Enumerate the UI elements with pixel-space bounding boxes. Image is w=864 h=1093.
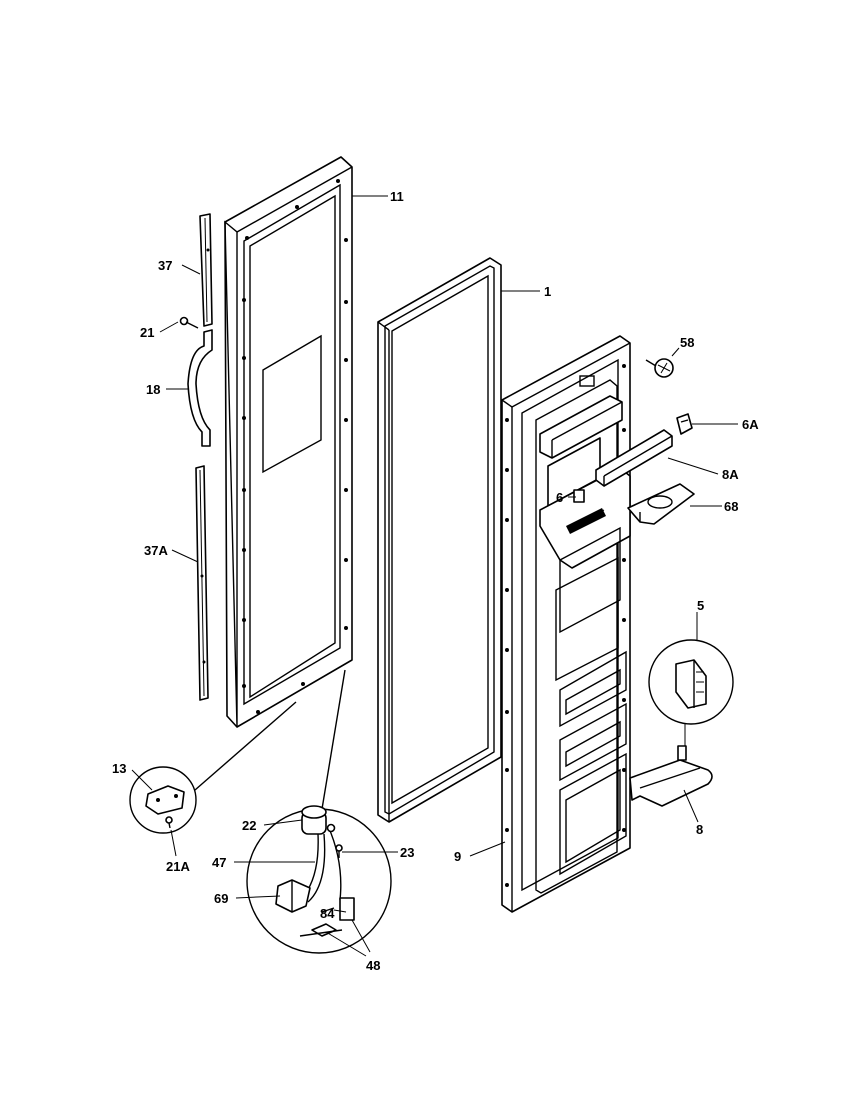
- callout-22: 22: [242, 818, 256, 833]
- callout-11: 11: [390, 189, 404, 204]
- callout-1: 1: [544, 284, 551, 299]
- callout-58: 58: [680, 335, 694, 350]
- callout-6: 6: [556, 490, 563, 505]
- leader-lines: [131, 195, 738, 957]
- door-gasket: [377, 257, 502, 823]
- callout-23: 23: [400, 845, 414, 860]
- handle-trim-upper: [199, 213, 213, 327]
- callout-37: 37: [158, 258, 172, 273]
- callout-8a: 8A: [722, 467, 739, 482]
- callout-84: 84: [320, 906, 335, 921]
- detail-circle-5: [648, 639, 734, 746]
- detail-circle-wiring: [246, 669, 392, 954]
- switch-6: [573, 489, 585, 503]
- callout-5: 5: [697, 598, 704, 613]
- callout-47: 47: [212, 855, 226, 870]
- callout-21: 21: [140, 325, 154, 340]
- callout-8: 8: [696, 822, 703, 837]
- callout-13: 13: [112, 761, 126, 776]
- door-panel-frame: [224, 156, 353, 728]
- handle-trim-lower: [195, 465, 209, 701]
- callout-48: 48: [366, 958, 380, 973]
- callout-68: 68: [724, 499, 738, 514]
- light-bracket-8: [629, 745, 713, 807]
- detail-circle-13: [129, 701, 297, 834]
- clip-6a: [676, 413, 693, 435]
- callout-labels: 11 1 37 21 18 37A 58 6A 8A 6 68 5 8 9 13…: [112, 189, 759, 973]
- callout-21a: 21A: [166, 859, 190, 874]
- cover-8a: [595, 429, 673, 487]
- actuator-68: [627, 483, 695, 525]
- callout-9: 9: [454, 849, 461, 864]
- callout-37a: 37A: [144, 543, 168, 558]
- screw-58: [645, 358, 674, 378]
- callout-69: 69: [214, 891, 228, 906]
- callout-6a: 6A: [742, 417, 759, 432]
- handle-screw: [179, 316, 199, 329]
- callout-18: 18: [146, 382, 160, 397]
- inner-door-liner: [501, 335, 631, 913]
- door-handle: [187, 329, 213, 447]
